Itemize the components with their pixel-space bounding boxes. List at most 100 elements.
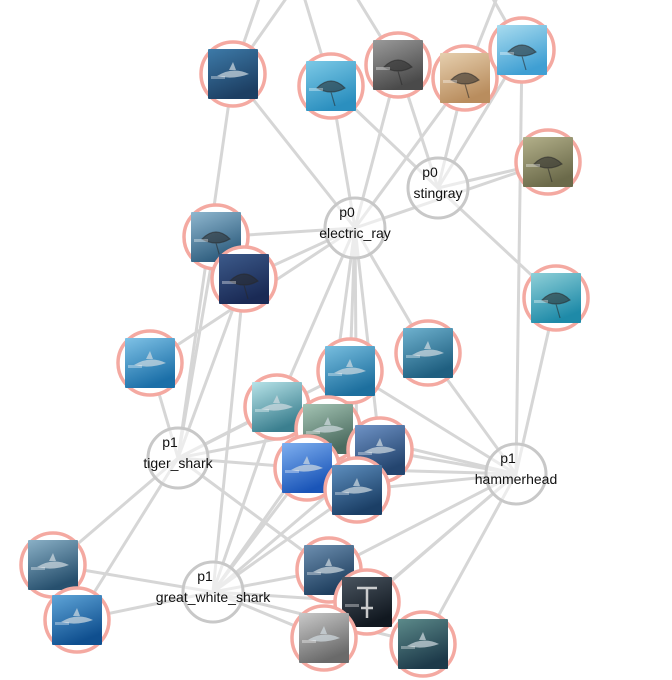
concept-ring bbox=[146, 426, 210, 490]
edge-img07-tiger_shark bbox=[176, 235, 218, 460]
thumbnail-caption-strip bbox=[222, 281, 236, 284]
stingray-photo bbox=[440, 53, 490, 103]
shark-silhouette bbox=[364, 438, 396, 454]
thumbnail-caption-strip bbox=[55, 622, 69, 625]
edge-img20-hammerhead bbox=[327, 472, 518, 572]
concept-name: hammerhead bbox=[475, 471, 558, 487]
image-node-img12[interactable] bbox=[394, 319, 462, 387]
concept-name: stingray bbox=[413, 185, 462, 201]
shark-silhouette bbox=[217, 62, 249, 78]
shark-silhouette bbox=[312, 417, 344, 433]
thumbnail-caption-strip bbox=[526, 164, 540, 167]
shark-photo bbox=[332, 465, 382, 515]
ray-photo bbox=[497, 25, 547, 75]
thumbnail-caption-strip bbox=[443, 80, 457, 83]
concept-name: great_white_shark bbox=[156, 589, 271, 605]
thumbnail-caption-strip bbox=[401, 646, 415, 649]
image-node-img04[interactable] bbox=[431, 44, 499, 112]
thumbnail-caption-strip bbox=[194, 239, 208, 242]
thumbnail-caption-strip bbox=[306, 431, 320, 434]
thumbnail-caption-strip bbox=[500, 52, 514, 55]
shark-silhouette bbox=[37, 553, 69, 569]
image-node-img19[interactable] bbox=[43, 586, 111, 654]
concept-node-electric_ray[interactable]: p0 electric_ray bbox=[319, 196, 391, 260]
shark-photo bbox=[282, 443, 332, 493]
ray-silhouette bbox=[541, 292, 571, 319]
ray-photo bbox=[219, 254, 269, 304]
concept-prefix: p0 bbox=[422, 164, 438, 180]
image-node-img16[interactable] bbox=[273, 434, 341, 502]
concept-ring bbox=[484, 442, 548, 506]
image-node-layer bbox=[19, 16, 590, 678]
shark-silhouette bbox=[61, 608, 93, 624]
image-node-img17[interactable] bbox=[323, 456, 391, 524]
thumbnail-caption-strip bbox=[211, 76, 225, 79]
image-node-img06[interactable] bbox=[514, 128, 582, 196]
image-node-img05[interactable] bbox=[488, 16, 556, 84]
image-node-img02[interactable] bbox=[297, 52, 365, 120]
thumbnail-caption-strip bbox=[302, 640, 316, 643]
ray-silhouette bbox=[229, 273, 259, 300]
shark-photo bbox=[52, 595, 102, 645]
image-node-img08[interactable] bbox=[210, 245, 278, 313]
shark-silhouette bbox=[313, 558, 345, 574]
concept-node-great_white_shark[interactable]: p1 great_white_shark bbox=[156, 560, 271, 624]
thumbnail-caption-strip bbox=[358, 452, 372, 455]
concept-ring bbox=[181, 560, 245, 624]
concept-name: electric_ray bbox=[319, 225, 391, 241]
shark-photo bbox=[125, 338, 175, 388]
shark-silhouette bbox=[308, 626, 340, 642]
concept-prefix: p0 bbox=[339, 204, 355, 220]
shark-silhouette bbox=[407, 632, 439, 648]
shark-photo bbox=[252, 382, 302, 432]
thumbnail-caption-strip bbox=[128, 365, 142, 368]
shark-photo bbox=[299, 613, 349, 663]
ray-silhouette bbox=[316, 80, 346, 107]
ray-photo bbox=[373, 40, 423, 90]
hammerhead-silhouette bbox=[357, 586, 377, 618]
concept-ring bbox=[323, 196, 387, 260]
shark-silhouette bbox=[261, 395, 293, 411]
image-node-img10[interactable] bbox=[116, 329, 184, 397]
concept-node-hammerhead[interactable]: p1 hammerhead bbox=[475, 442, 558, 506]
image-node-img18[interactable] bbox=[19, 531, 87, 599]
thumbnail-caption-strip bbox=[534, 300, 548, 303]
concept-node-stingray[interactable]: p0 stingray bbox=[406, 156, 470, 220]
shark-photo bbox=[398, 619, 448, 669]
image-node-img11[interactable] bbox=[316, 337, 384, 405]
thumbnail-caption-strip bbox=[345, 604, 359, 607]
ray-photo bbox=[306, 61, 356, 111]
concept-name: tiger_shark bbox=[143, 455, 213, 471]
ray-silhouette bbox=[450, 72, 480, 99]
shark-silhouette bbox=[291, 456, 323, 472]
shark-photo bbox=[325, 346, 375, 396]
thumbnail-caption-strip bbox=[307, 572, 321, 575]
thumbnail-caption-strip bbox=[406, 355, 420, 358]
thumbnail-caption-strip bbox=[31, 567, 45, 570]
image-node-img22[interactable] bbox=[290, 604, 358, 672]
thumbnail-caption-strip bbox=[255, 409, 269, 412]
concept-prefix: p1 bbox=[500, 450, 516, 466]
concept-prefix: p1 bbox=[197, 568, 213, 584]
ray-silhouette bbox=[533, 156, 563, 183]
concept-ring bbox=[406, 156, 470, 220]
ray-silhouette bbox=[507, 44, 537, 71]
ray-silhouette bbox=[383, 59, 413, 86]
thumbnail-caption-strip bbox=[328, 373, 342, 376]
image-node-img23[interactable] bbox=[389, 610, 457, 678]
thumbnail-caption-strip bbox=[285, 470, 299, 473]
shark-silhouette bbox=[134, 351, 166, 367]
image-node-img09[interactable] bbox=[522, 264, 590, 332]
edge-img15-electric_ray bbox=[353, 226, 382, 452]
shark-silhouette bbox=[334, 359, 366, 375]
thumbnail-caption-strip bbox=[335, 492, 349, 495]
thumbnail-caption-strip bbox=[309, 88, 323, 91]
shark-photo bbox=[28, 540, 78, 590]
edge-img08-great_white_shark bbox=[211, 277, 246, 594]
image-node-img01[interactable] bbox=[199, 40, 267, 108]
image-node-img03[interactable] bbox=[364, 31, 432, 99]
shark-photo bbox=[403, 328, 453, 378]
shark-photo bbox=[208, 49, 258, 99]
